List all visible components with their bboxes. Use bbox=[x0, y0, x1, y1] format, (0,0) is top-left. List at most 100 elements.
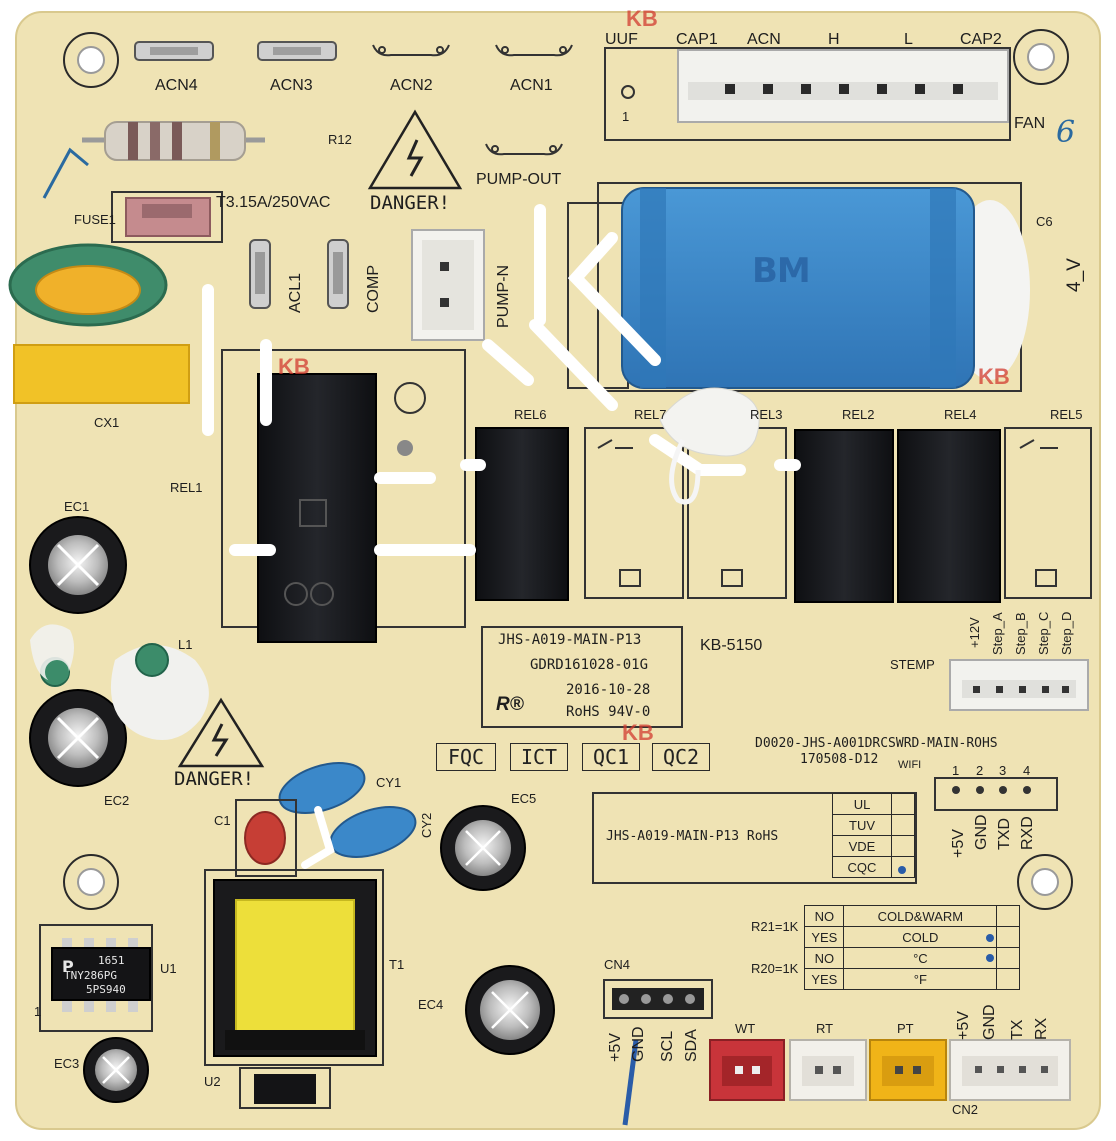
rel1-pin-solder bbox=[397, 440, 413, 456]
label-fan-pin1: 1 bbox=[622, 109, 630, 124]
label-cn2-gnd: GND bbox=[981, 1004, 998, 1040]
badge-ict: ICT bbox=[510, 743, 568, 771]
label-fan-h: H bbox=[828, 31, 840, 48]
terminal-outline-pump-out bbox=[485, 143, 563, 156]
label-stemp-c: Step_C bbox=[1036, 611, 1051, 655]
danger-triangle-bottom bbox=[177, 697, 265, 768]
spade-terminal-acn3 bbox=[257, 41, 337, 61]
label-acn3: ACN3 bbox=[270, 77, 313, 94]
label-pt: PT bbox=[897, 1021, 914, 1036]
label-comp: COMP bbox=[365, 265, 382, 313]
capacitor-c6-blue bbox=[621, 187, 1030, 389]
fuse-fuse1 bbox=[125, 197, 211, 237]
terminal-outline-acn1 bbox=[495, 44, 573, 57]
r-table-ref: R21=1K bbox=[751, 919, 799, 934]
label-t1: T1 bbox=[389, 957, 405, 972]
cert-vde: VDE bbox=[832, 835, 892, 857]
label-c1: C1 bbox=[214, 813, 231, 828]
handwritten-six: 6 bbox=[1056, 115, 1076, 150]
label-wifi-1: 1 bbox=[952, 763, 960, 778]
mounting-hole-tl bbox=[63, 32, 119, 88]
cy-lead bbox=[301, 806, 335, 869]
chip-u1: P bbox=[39, 924, 153, 1032]
fan-header bbox=[604, 47, 1011, 141]
stemp-connector bbox=[949, 659, 1089, 711]
cn4-header bbox=[603, 979, 713, 1019]
mounting-hole-bl bbox=[63, 854, 119, 910]
label-u1-pin1: 1 bbox=[34, 1004, 42, 1019]
r-table-ref: R20=1K bbox=[751, 961, 799, 976]
label-wifi-5v: +5V bbox=[950, 829, 967, 858]
rel1-pin-circle bbox=[394, 382, 426, 414]
connector-wt bbox=[709, 1039, 785, 1101]
label-wifi-3: 3 bbox=[999, 763, 1007, 778]
relay-footprint-rel5 bbox=[1004, 427, 1092, 599]
connector-pump-n bbox=[411, 229, 485, 341]
label-fan-cap2: CAP2 bbox=[960, 31, 1002, 48]
label-rel6: REL6 bbox=[514, 407, 547, 422]
svg-text:P: P bbox=[62, 957, 74, 976]
label-cn4-5v: +5V bbox=[607, 1033, 624, 1062]
label-cy1: CY1 bbox=[376, 775, 402, 790]
capacitor-c1 bbox=[235, 799, 297, 877]
cert-table: UL TUV VDE CQC bbox=[832, 793, 915, 878]
label-fuse1: FUSE1 bbox=[74, 212, 116, 227]
capacitor-cy1 bbox=[278, 762, 366, 814]
kb-mark-label: KB bbox=[622, 720, 654, 745]
label-acl1: ACL1 bbox=[287, 272, 304, 313]
mounting-hole-br bbox=[1017, 854, 1073, 910]
capacitor-ec5 bbox=[440, 805, 526, 891]
label-fan-cap1: CAP1 bbox=[676, 31, 718, 48]
main-label-line2: GDRD161028-01G bbox=[530, 657, 649, 673]
label-fan: FAN bbox=[1014, 115, 1046, 132]
label-fan-uuf: UUF bbox=[605, 31, 638, 48]
capacitor-ec4 bbox=[465, 965, 555, 1055]
label-danger-top: DANGER! bbox=[370, 192, 451, 214]
inductor-l1 bbox=[30, 624, 209, 740]
spade-terminal-acn4 bbox=[134, 41, 214, 61]
label-wifi-gnd: GND bbox=[973, 814, 990, 850]
badge-qc1: QC1 bbox=[582, 743, 640, 771]
chip-u2 bbox=[239, 1067, 331, 1109]
label-4v: 4_V bbox=[1064, 258, 1085, 292]
label-pump-out: PUMP-OUT bbox=[476, 171, 562, 188]
serial-line2: 170508-D12 bbox=[800, 752, 879, 767]
label-stemp-12v: +12V bbox=[967, 617, 982, 648]
label-cx1: CX1 bbox=[94, 415, 120, 430]
relay-rel2 bbox=[794, 429, 894, 603]
mounting-hole-tr bbox=[1013, 29, 1069, 85]
connector-pt bbox=[869, 1039, 947, 1101]
connector-rt bbox=[789, 1039, 867, 1101]
label-u1: U1 bbox=[160, 961, 177, 976]
terminal-comp bbox=[327, 239, 349, 309]
label-cy2: CY2 bbox=[419, 812, 434, 838]
wifi-header bbox=[934, 777, 1058, 811]
label-stemp-d: Step_D bbox=[1059, 611, 1074, 655]
label-wifi-txd: TXD bbox=[996, 818, 1013, 850]
badge-fqc: FQC bbox=[436, 743, 496, 771]
label-cn2-rx: RX bbox=[1033, 1017, 1050, 1040]
badge-qc2: QC2 bbox=[652, 743, 710, 771]
label-wt: WT bbox=[735, 1021, 756, 1036]
label-cn2-5v: +5V bbox=[955, 1011, 972, 1040]
label-rel2: REL2 bbox=[842, 407, 875, 422]
cert-text: JHS-A019-MAIN-P13 RoHS bbox=[606, 829, 779, 844]
label-stemp: STEMP bbox=[890, 657, 935, 672]
label-rel4: REL4 bbox=[944, 407, 977, 422]
capacitor-ec2 bbox=[29, 689, 127, 787]
label-u2: U2 bbox=[204, 1074, 221, 1089]
capacitor-cx1 bbox=[13, 344, 190, 404]
label-cn4-gnd: GND bbox=[630, 1026, 647, 1062]
label-rel7: REL7 bbox=[634, 407, 667, 422]
chip-u1-line2: TNY286PG bbox=[64, 969, 117, 982]
chip-u1-line1: 1651 bbox=[98, 954, 125, 967]
main-label-line4: RoHS 94V-0 bbox=[566, 704, 651, 720]
capacitor-ec1 bbox=[29, 516, 127, 614]
label-fuse-rating: T3.15A/250VAC bbox=[216, 194, 331, 211]
relay-rel6 bbox=[475, 427, 569, 601]
